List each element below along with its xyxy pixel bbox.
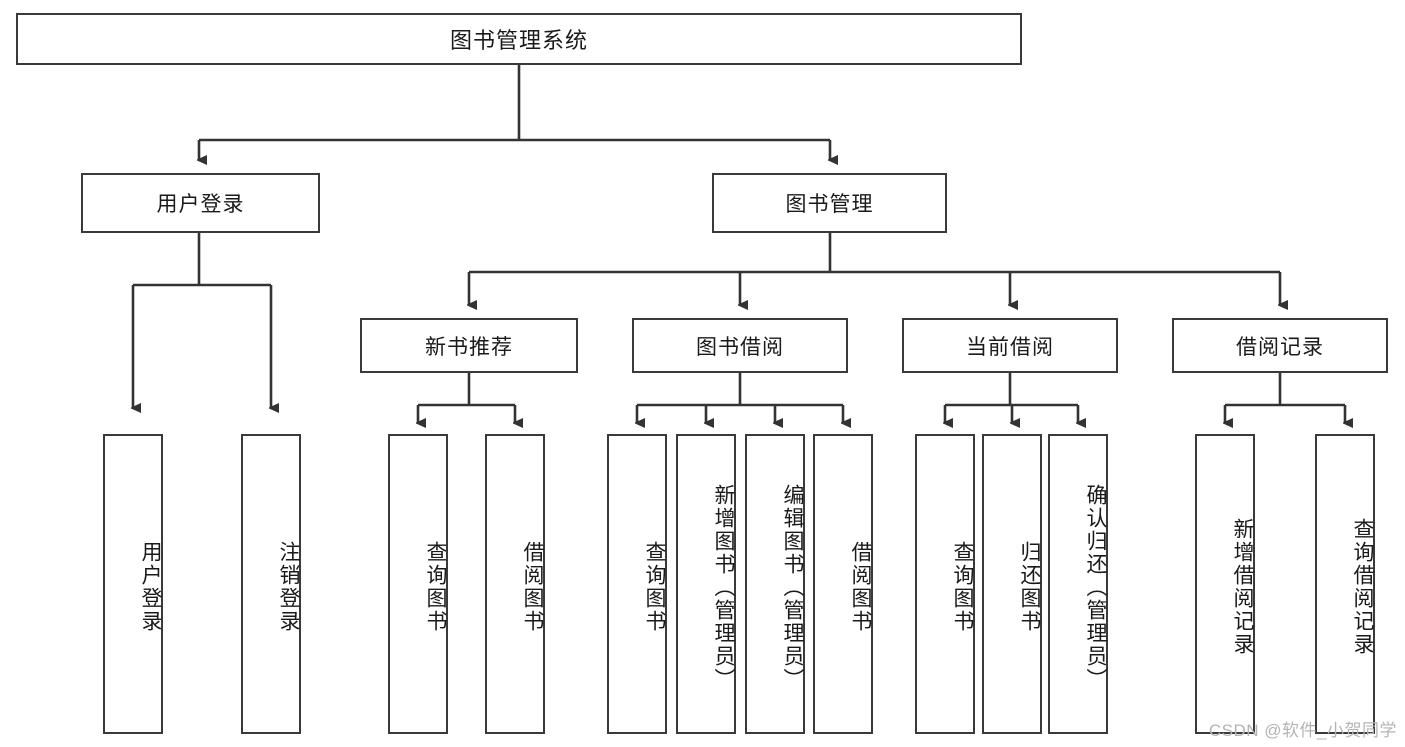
watermark: CSDN @软件_小贺同学	[1208, 721, 1397, 740]
node-user-login[interactable]: 用户登录	[81, 173, 320, 233]
leaf-record-query-record[interactable]: 查询借阅记录	[1315, 434, 1375, 734]
leaf-borrow-borrow-book[interactable]: 借阅图书	[813, 434, 873, 734]
node-label: 归还图书	[1018, 541, 1041, 633]
node-label: 新增图书（管理员）	[712, 483, 735, 691]
node-label: 查询图书	[643, 541, 666, 633]
node-label: 新书推荐	[425, 335, 513, 359]
node-label: 编辑图书（管理员）	[781, 483, 804, 691]
node-label: 查询借阅记录	[1351, 518, 1374, 656]
node-label: 用户登录	[139, 541, 162, 633]
node-label: 图书管理系统	[449, 28, 588, 53]
leaf-newbook-query-book[interactable]: 查询图书	[388, 434, 448, 734]
node-current-borrow[interactable]: 当前借阅	[902, 318, 1118, 373]
node-label: 当前借阅	[966, 335, 1054, 359]
leaf-current-query-book[interactable]: 查询图书	[915, 434, 975, 734]
leaf-borrow-query-book[interactable]: 查询图书	[607, 434, 667, 734]
leaf-user-login[interactable]: 用户登录	[103, 434, 163, 734]
node-label: 图书借阅	[696, 335, 784, 359]
leaf-logout-login[interactable]: 注销登录	[241, 434, 301, 734]
leaf-borrow-edit-book-admin[interactable]: 编辑图书（管理员）	[745, 434, 805, 734]
node-label: 图书管理	[785, 193, 874, 216]
node-borrow-record[interactable]: 借阅记录	[1172, 318, 1388, 373]
node-root-system[interactable]: 图书管理系统	[16, 13, 1022, 65]
node-label: 用户登录	[156, 193, 245, 216]
node-label: 查询图书	[951, 541, 974, 633]
leaf-newbook-borrow-book[interactable]: 借阅图书	[485, 434, 545, 734]
node-label: 借阅图书	[849, 541, 872, 633]
node-book-borrow[interactable]: 图书借阅	[632, 318, 848, 373]
node-label: 借阅记录	[1236, 335, 1324, 359]
node-label: 查询图书	[424, 541, 447, 633]
node-label: 注销登录	[277, 541, 300, 633]
node-new-book-recommend[interactable]: 新书推荐	[360, 318, 578, 373]
leaf-record-add-record[interactable]: 新增借阅记录	[1195, 434, 1255, 734]
node-label: 确认归还（管理员）	[1084, 483, 1107, 691]
node-book-management[interactable]: 图书管理	[712, 173, 947, 233]
node-label: 新增借阅记录	[1231, 518, 1254, 656]
leaf-current-confirm-return-admin[interactable]: 确认归还（管理员）	[1048, 434, 1108, 734]
leaf-current-return-book[interactable]: 归还图书	[982, 434, 1042, 734]
node-label: 借阅图书	[521, 541, 544, 633]
leaf-borrow-add-book-admin[interactable]: 新增图书（管理员）	[676, 434, 736, 734]
